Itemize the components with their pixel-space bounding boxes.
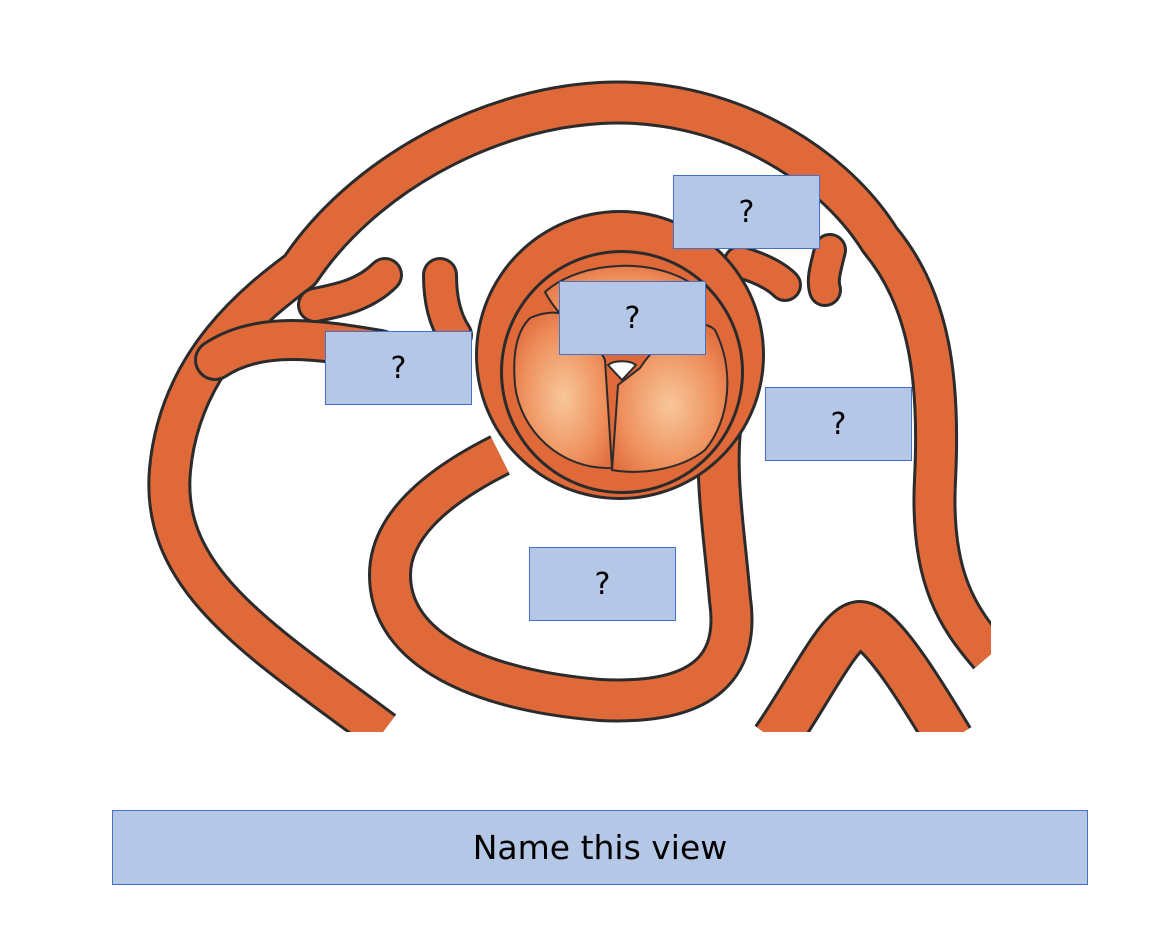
inner-loop-vessel (367, 427, 754, 723)
label-bottom-center[interactable]: ? (529, 547, 676, 621)
name-this-view-prompt[interactable]: Name this view (112, 810, 1088, 885)
label-right[interactable]: ? (765, 387, 912, 461)
label-center-valve[interactable]: ? (559, 281, 706, 355)
label-left[interactable]: ? (325, 331, 472, 405)
outer-arch-vessel (147, 80, 1007, 750)
label-top-right[interactable]: ? (673, 175, 820, 249)
right-branch-vessels (723, 233, 847, 307)
lower-right-vessel (754, 600, 972, 755)
